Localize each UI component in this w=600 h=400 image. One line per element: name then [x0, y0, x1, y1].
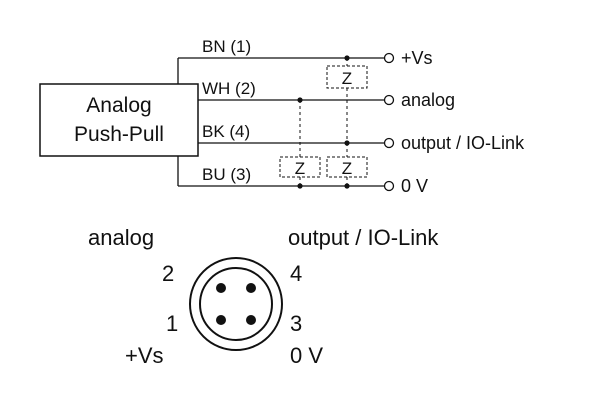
connector-bottom-right-label: 0 V: [290, 343, 323, 368]
zener-box-bottom-left: [279, 156, 321, 178]
terminal-bn: [383, 52, 395, 64]
junction-wh: [297, 97, 303, 103]
connector-pin-1-label: 1: [166, 311, 178, 336]
module-box: [39, 83, 199, 157]
junction-bu-right: [344, 183, 350, 189]
connector-pin-2-label: 2: [162, 261, 174, 286]
zener-label-bottom-right: Z: [342, 159, 352, 178]
junction-bk: [344, 140, 350, 146]
terminal-wh-label: analog: [401, 90, 455, 110]
connector-top-right-label: output / IO-Link: [288, 225, 439, 250]
terminal-wh: [383, 94, 395, 106]
terminal-bn-label: +Vs: [401, 48, 433, 68]
connector-pin-2: [216, 283, 226, 293]
connector-pin-1: [216, 315, 226, 325]
connector-inner-ring: [199, 267, 273, 341]
wire-bu-label: BU (3): [202, 165, 251, 184]
connector-pin-3-label: 3: [290, 311, 302, 336]
junction-bn: [344, 55, 350, 61]
terminal-bu: [383, 180, 395, 192]
wire-bk-label: BK (4): [202, 122, 250, 141]
wire-wh-label: WH (2): [202, 79, 256, 98]
zener-label-top: Z: [342, 69, 352, 88]
connector-top-left-label: analog: [88, 225, 154, 250]
junction-bu-left: [297, 183, 303, 189]
zener-box-bottom-right: [326, 156, 368, 178]
connector-pin-4: [246, 283, 256, 293]
connector-bottom-left-label: +Vs: [125, 343, 164, 368]
terminal-bk-label: output / IO-Link: [401, 133, 525, 153]
module-label-line1: Analog: [86, 94, 151, 117]
terminal-bu-label: 0 V: [401, 176, 428, 196]
terminal-bk: [383, 137, 395, 149]
zener-label-bottom-left: Z: [295, 159, 305, 178]
wire-bn-label: BN (1): [202, 37, 251, 56]
module-label-line2: Push-Pull: [74, 123, 164, 146]
connector-pin-3: [246, 315, 256, 325]
connector-pin-4-label: 4: [290, 261, 302, 286]
zener-box-top: [326, 65, 368, 89]
